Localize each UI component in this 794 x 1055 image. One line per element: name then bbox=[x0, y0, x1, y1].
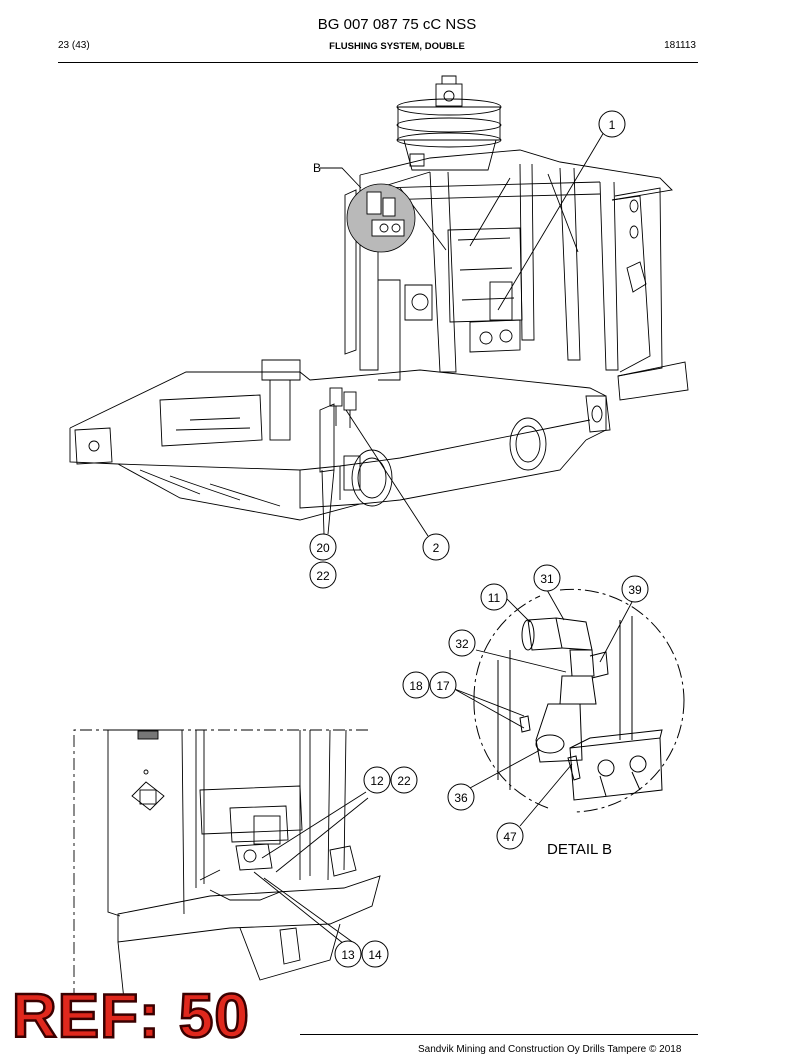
callout-13: 13 bbox=[334, 940, 362, 968]
svg-text:22: 22 bbox=[397, 774, 411, 788]
callout-2: 2 bbox=[422, 533, 450, 561]
svg-text:11: 11 bbox=[488, 591, 501, 605]
detail-b-leaders bbox=[451, 589, 633, 827]
footer-copyright: Sandvik Mining and Construction Oy Drill… bbox=[418, 1044, 682, 1055]
callout-17: 17 bbox=[429, 671, 457, 699]
svg-text:1: 1 bbox=[609, 118, 616, 132]
ref-stamp: REF: 50 bbox=[11, 982, 250, 1051]
svg-text:47: 47 bbox=[503, 830, 517, 844]
lower-view-drawing bbox=[73, 729, 381, 1001]
svg-text:20: 20 bbox=[316, 541, 330, 555]
callout-47: 47 bbox=[496, 822, 524, 850]
svg-text:14: 14 bbox=[368, 948, 382, 962]
callout-12: 12 bbox=[363, 766, 391, 794]
svg-text:12: 12 bbox=[370, 774, 384, 788]
detail-b-drawing bbox=[473, 588, 685, 813]
callout-39: 39 bbox=[621, 575, 649, 603]
callout-31: 31 bbox=[533, 564, 561, 592]
detail-b-label: DETAIL B bbox=[547, 841, 613, 858]
svg-text:39: 39 bbox=[628, 583, 642, 597]
svg-text:17: 17 bbox=[436, 679, 450, 693]
lower-view-leaders bbox=[253, 791, 369, 947]
main-view-drawing bbox=[69, 75, 689, 521]
callout-22-lower: 22 bbox=[390, 766, 418, 794]
foot-rule bbox=[300, 1034, 698, 1035]
document-code: 181113 bbox=[664, 40, 696, 51]
callout-14: 14 bbox=[361, 940, 389, 968]
svg-text:2: 2 bbox=[433, 541, 440, 555]
doc-title: BG 007 087 75 cC NSS bbox=[317, 16, 477, 33]
svg-text:31: 31 bbox=[540, 572, 554, 586]
detail-ref-b: B bbox=[313, 161, 321, 175]
callout-36: 36 bbox=[447, 783, 475, 811]
svg-text:32: 32 bbox=[455, 637, 469, 651]
page-number: 23 (43) bbox=[58, 40, 90, 51]
callout-18: 18 bbox=[402, 671, 430, 699]
callout-11: 11 bbox=[480, 583, 508, 611]
callout-20: 20 bbox=[309, 533, 337, 561]
main-view-leaders bbox=[321, 131, 605, 537]
header-rule bbox=[58, 62, 698, 63]
svg-text:18: 18 bbox=[409, 679, 423, 693]
section-title: FLUSHING SYSTEM, DOUBLE bbox=[329, 41, 465, 52]
svg-text:22: 22 bbox=[316, 569, 330, 583]
callout-32: 32 bbox=[448, 629, 476, 657]
callout-22: 22 bbox=[309, 561, 337, 589]
svg-text:36: 36 bbox=[454, 791, 468, 805]
svg-text:13: 13 bbox=[341, 948, 355, 962]
callout-1: 1 bbox=[598, 110, 626, 138]
